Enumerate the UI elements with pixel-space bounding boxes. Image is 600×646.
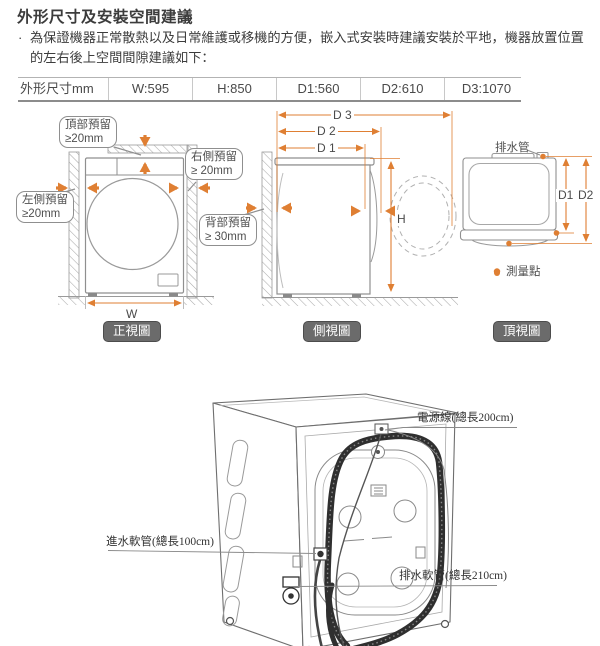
dim-cell-d3: D3:1070 xyxy=(444,78,528,100)
front-view-caption: 正視圖 xyxy=(103,321,161,342)
top-clearance-line1: 頂部預留 xyxy=(65,119,111,131)
dim-w-label: W xyxy=(124,307,140,321)
back-panel-details xyxy=(292,423,447,638)
back-clearance-line1: 背部預留 xyxy=(205,217,251,229)
perimeter-hose xyxy=(324,432,446,646)
dim-cell-w: W:595 xyxy=(108,78,192,100)
top-view-caption: 頂視圖 xyxy=(493,321,551,342)
drain-pipe-label: 排水管 xyxy=(495,142,530,154)
power-cord-label: 電源線(總長200cm) xyxy=(417,412,514,424)
bullet-dot: · xyxy=(18,30,23,45)
inlet-hose-label: 進水軟管(總長100cm) xyxy=(106,536,214,548)
intro-paragraph: · 為保證機器正常散熱以及日常維護或移機的方便，嵌入式安裝時建議安裝於平地，機器… xyxy=(18,28,590,68)
right-clearance-line2: ≥ 20mm xyxy=(191,165,233,177)
washer-side-face xyxy=(212,402,304,646)
dim-cell-d1: D1:560 xyxy=(276,78,360,100)
feet-bolts xyxy=(225,616,450,646)
drain-hose-label: 排水軟管(總長210cm) xyxy=(399,570,507,582)
dim-h-label: H xyxy=(395,212,408,226)
topview-d1-label: D1 xyxy=(556,188,576,202)
views-drawing xyxy=(56,111,592,309)
dim-d2-label: D 2 xyxy=(315,124,338,138)
side-view-caption: 側視圖 xyxy=(303,321,361,342)
power-cord xyxy=(335,423,449,646)
back-clearance-bubble: 背部預留 ≥ 30mm xyxy=(199,214,257,246)
top-clearance-bubble: 頂部預留 ≥20mm xyxy=(59,116,117,148)
left-clearance-line2: ≥20mm xyxy=(22,208,61,220)
front-view-clearance-arrows xyxy=(56,135,210,194)
page-title: 外形尺寸及安裝空間建議 xyxy=(17,9,194,26)
intro-text: 為保證機器正常散熱以及日常維護或移機的方便，嵌入式安裝時建議安裝於平地，機器放置… xyxy=(30,30,584,65)
inlet-hose xyxy=(313,547,328,646)
front-view-machine xyxy=(84,157,185,297)
measure-point-legend: 測量點 xyxy=(494,266,541,279)
front-view-walls xyxy=(58,144,214,305)
right-clearance-line1: 右側預留 xyxy=(191,151,237,163)
dimension-table: 外形尺寸mm W:595 H:850 D1:560 D2:610 D3:1070 xyxy=(18,77,521,102)
measure-point-text: 測量點 xyxy=(506,266,541,278)
dim-d1-label: D 1 xyxy=(315,140,338,155)
side-view-machine xyxy=(274,157,378,298)
drain-pipe-leader xyxy=(526,149,541,156)
right-clearance-bubble: 右側預留 ≥ 20mm xyxy=(185,148,243,180)
back-clearance-line2: ≥ 30mm xyxy=(205,231,247,243)
left-clearance-bubble: 左側預留 ≥20mm xyxy=(16,191,74,223)
left-clearance-line1: 左側預留 xyxy=(22,194,68,206)
dim-cell-h: H:850 xyxy=(192,78,276,100)
topview-d2-label: D2 xyxy=(576,188,596,202)
back-view-drawing xyxy=(107,393,517,646)
side-panel-slots xyxy=(222,439,249,627)
drain-pump xyxy=(282,576,300,605)
dim-cell-d2: D2:610 xyxy=(360,78,444,100)
top-view-machine xyxy=(459,151,559,247)
label-leaders xyxy=(107,427,517,587)
dim-table-header: 外形尺寸mm xyxy=(20,81,94,96)
dim-d3-label: D 3 xyxy=(331,108,354,122)
measure-point-dot xyxy=(494,269,500,276)
front-view-width-dim xyxy=(85,296,184,309)
top-clearance-line2: ≥20mm xyxy=(65,133,104,145)
